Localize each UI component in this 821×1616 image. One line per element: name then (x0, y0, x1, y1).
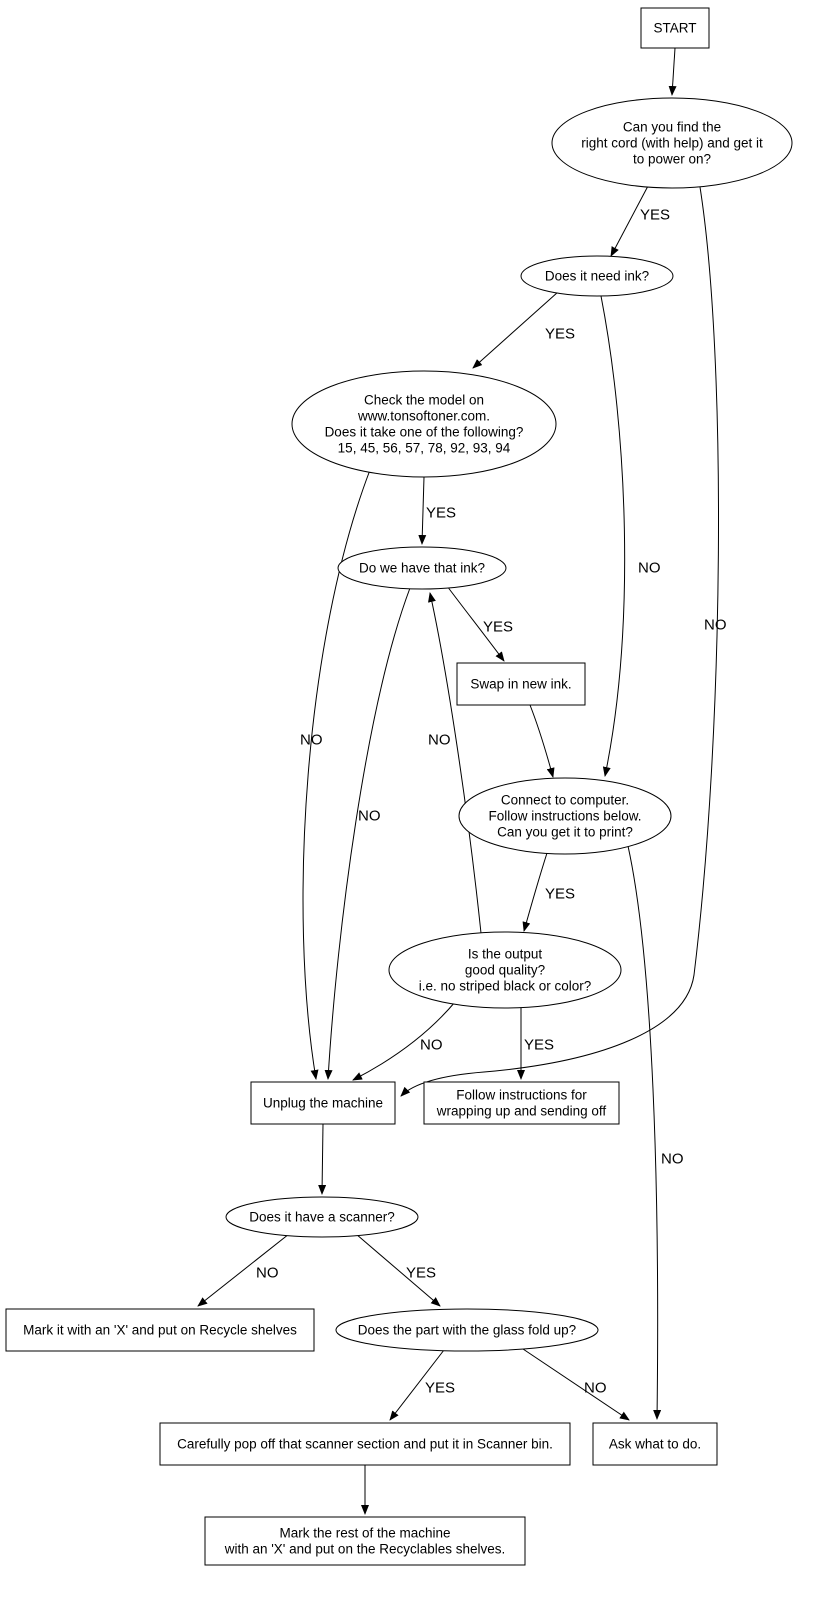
check_model-shape (291, 370, 557, 478)
node-label-need_ink-line1: Does it need ink? (545, 269, 649, 284)
node-label-output_quality-line2: good quality? (465, 963, 545, 978)
ask-shape (592, 1422, 718, 1466)
need_ink-shape (520, 255, 674, 297)
node-have_ink: Do we have that ink? (337, 546, 507, 590)
edge-label-connect-ask: NO (661, 1151, 684, 1168)
edge-have_ink-swap (446, 585, 505, 662)
edge-glass_fold-pop_off (389, 1349, 445, 1421)
node-label-mark_rest-line1: Mark the rest of the machine (279, 1526, 450, 1541)
node-label-power_on-line2: right cord (with help) and get it (581, 136, 763, 151)
edge-label-check_model-unplug: NO (300, 732, 323, 749)
pop_off-shape (159, 1422, 571, 1466)
node-label-output_quality-line1: Is the output (468, 947, 543, 962)
edge-check_model-have_ink (418, 476, 427, 545)
edge-label-glass_fold-ask: NO (584, 1380, 607, 1397)
edge-start-power_on (668, 47, 677, 96)
node-swap: Swap in new ink. (456, 662, 586, 706)
edge-glass_fold-ask (522, 1348, 630, 1421)
start-shape (640, 7, 710, 49)
edge-label-need_ink-check_model: YES (545, 326, 575, 343)
node-check_model: Check the model onwww.tonsoftoner.com.Do… (291, 370, 557, 478)
node-glass_fold: Does the part with the glass fold up? (335, 1308, 599, 1352)
edge-label-check_model-have_ink: YES (426, 505, 456, 522)
node-label-have_ink-line1: Do we have that ink? (359, 561, 485, 576)
unplug-shape (250, 1081, 396, 1125)
node-label-swap-line1: Swap in new ink. (470, 677, 571, 692)
node-unplug: Unplug the machine (250, 1081, 396, 1125)
edge-label-power_on-need_ink: YES (640, 207, 670, 224)
glass_fold-shape (335, 1308, 599, 1352)
edge-connect-ask (627, 845, 662, 1420)
node-label-power_on-line1: Can you find the (623, 120, 721, 135)
output_quality-shape (388, 931, 622, 1009)
scanner-shape (225, 1196, 419, 1238)
node-connect: Connect to computer.Follow instructions … (458, 777, 672, 855)
edge-have_ink-unplug (324, 587, 411, 1080)
node-recycle: Mark it with an 'X' and put on Recycle s… (5, 1308, 315, 1352)
edge-label-have_ink-unplug: NO (358, 808, 381, 825)
edge-check_model-unplug (302, 469, 371, 1080)
node-label-check_model-line2: www.tonsoftoner.com. (357, 409, 490, 424)
node-label-recycle-line1: Mark it with an 'X' and put on Recycle s… (23, 1323, 297, 1338)
edge-label-scanner-recycle: NO (256, 1265, 279, 1282)
node-label-pop_off-line1: Carefully pop off that scanner section a… (177, 1437, 553, 1452)
node-label-scanner-line1: Does it have a scanner? (249, 1210, 395, 1225)
edge-label-connect-output_quality: YES (545, 886, 575, 903)
edge-need_ink-connect (600, 295, 626, 777)
node-label-connect-line3: Can you get it to print? (497, 825, 633, 840)
node-label-ask-line1: Ask what to do. (609, 1437, 701, 1452)
edge-connect-have_ink (428, 592, 482, 934)
edge-power_on-need_ink (610, 185, 649, 257)
edge-label-output_quality-follow: YES (524, 1037, 554, 1054)
edge-label-output_quality-unplug: NO (420, 1037, 443, 1054)
follow-shape (423, 1081, 620, 1125)
node-need_ink: Does it need ink? (520, 255, 674, 297)
connect-shape (458, 777, 672, 855)
node-label-glass_fold-line1: Does the part with the glass fold up? (358, 1323, 576, 1338)
power_on-shape (551, 97, 793, 189)
edge-label-glass_fold-pop_off: YES (425, 1380, 455, 1397)
node-start: START (640, 7, 710, 49)
edge-unplug-scanner (318, 1123, 327, 1195)
node-label-follow-line1: Follow instructions for (456, 1088, 587, 1103)
mark_rest-shape (204, 1516, 526, 1566)
edge-need_ink-check_model (472, 291, 559, 369)
node-ask: Ask what to do. (592, 1422, 718, 1466)
node-label-follow-line2: wrapping up and sending off (436, 1104, 607, 1119)
node-label-check_model-line1: Check the model on (364, 393, 484, 408)
edge-label-power_on-unplug: NO (704, 617, 727, 634)
node-label-start-line1: START (653, 21, 696, 36)
node-label-connect-line2: Follow instructions below. (488, 809, 641, 824)
edge-connect-output_quality (522, 852, 548, 932)
node-label-connect-line1: Connect to computer. (501, 793, 629, 808)
edge-swap-connect (529, 704, 555, 778)
node-pop_off: Carefully pop off that scanner section a… (159, 1422, 571, 1466)
swap-shape (456, 662, 586, 706)
edge-label-have_ink-swap: YES (483, 619, 513, 636)
node-label-power_on-line3: to power on? (633, 152, 711, 167)
node-label-mark_rest-line2: with an 'X' and put on the Recyclables s… (224, 1542, 506, 1557)
edge-scanner-glass_fold (355, 1233, 441, 1307)
edge-scanner-recycle (197, 1233, 290, 1307)
edge-label-scanner-glass_fold: YES (406, 1265, 436, 1282)
edge-label-need_ink-connect: NO (638, 560, 661, 577)
node-label-output_quality-line3: i.e. no striped black or color? (419, 979, 592, 994)
edge-label-connect-have_ink: NO (428, 732, 451, 749)
node-label-unplug-line1: Unplug the machine (263, 1096, 383, 1111)
recycle-shape (5, 1308, 315, 1352)
edge-output_quality-unplug (352, 1001, 456, 1081)
have_ink-shape (337, 546, 507, 590)
edge-power_on-unplug (400, 186, 719, 1097)
node-label-check_model-line4: 15, 45, 56, 57, 78, 92, 93, 94 (338, 441, 511, 456)
node-scanner: Does it have a scanner? (225, 1196, 419, 1238)
node-label-check_model-line3: Does it take one of the following? (325, 425, 524, 440)
